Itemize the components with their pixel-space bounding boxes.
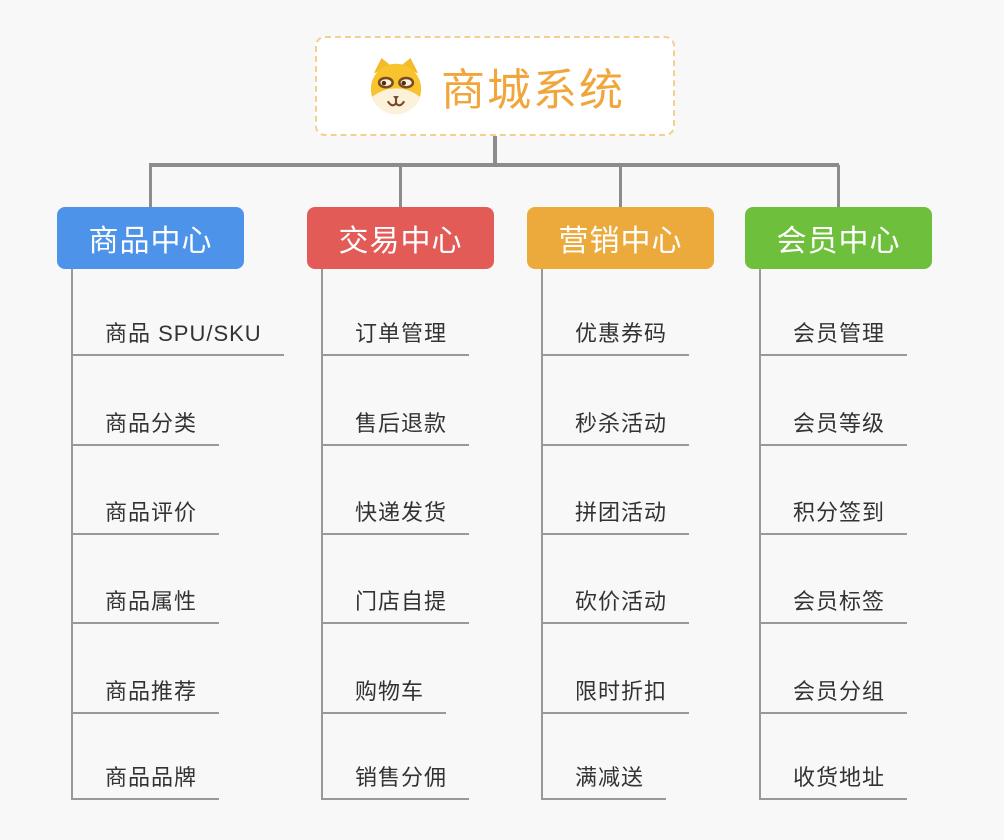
mindmap-node[interactable]: 拼团活动 (541, 499, 690, 535)
mindmap-node[interactable]: 会员分组 (759, 678, 908, 714)
mindmap-node[interactable]: 商品 SPU/SKU (71, 320, 284, 356)
connector-drop-member (837, 165, 840, 207)
root-node[interactable]: 商城系统 (315, 36, 675, 136)
mindmap-node[interactable]: 商品品牌 (71, 764, 220, 800)
mindmap-node[interactable]: 商品分类 (71, 410, 220, 446)
mindmap-node[interactable]: 限时折扣 (541, 678, 690, 714)
connector-horizontal-bus (149, 163, 839, 167)
mindmap-node[interactable]: 门店自提 (321, 588, 470, 624)
connector-drop-marketing (619, 165, 622, 207)
mindmap-node[interactable]: 会员管理 (759, 320, 908, 356)
mindmap-node[interactable]: 积分签到 (759, 499, 908, 535)
branch-header-member[interactable]: 会员中心 (745, 207, 932, 269)
branch-member-center: 会员中心 会员管理 会员等级 积分签到 会员标签 会员分组 收货地址 (745, 207, 1004, 800)
mindmap-node[interactable]: 会员标签 (759, 588, 908, 624)
connector-drop-product (149, 165, 152, 207)
root-title: 商城系统 (441, 66, 625, 115)
branch-header-product[interactable]: 商品中心 (57, 207, 244, 269)
mindmap-node[interactable]: 购物车 (321, 678, 447, 714)
mindmap-node[interactable]: 快递发货 (321, 499, 470, 535)
branch-header-trade[interactable]: 交易中心 (307, 207, 494, 269)
mindmap-node[interactable]: 砍价活动 (541, 588, 690, 624)
mindmap-node[interactable]: 收货地址 (759, 764, 908, 800)
branch-header-marketing[interactable]: 营销中心 (527, 207, 714, 269)
mindmap-node[interactable]: 会员等级 (759, 410, 908, 446)
mindmap-node[interactable]: 售后退款 (321, 410, 470, 446)
branch-marketing-center: 营销中心 优惠券码 秒杀活动 拼团活动 砍价活动 限时折扣 满减送 (527, 207, 787, 800)
mindmap-node[interactable]: 销售分佣 (321, 764, 470, 800)
mindmap-node[interactable]: 满减送 (541, 764, 667, 800)
mindmap-node[interactable]: 秒杀活动 (541, 410, 690, 446)
connector-root-stem (493, 136, 497, 167)
mindmap-node[interactable]: 商品评价 (71, 499, 220, 535)
mindmap-node[interactable]: 订单管理 (321, 320, 470, 356)
branch-trade-center: 交易中心 订单管理 售后退款 快递发货 门店自提 购物车 销售分佣 (307, 207, 567, 800)
mindmap-node[interactable]: 优惠券码 (541, 320, 690, 356)
shiba-dog-icon (365, 57, 427, 115)
mindmap-node[interactable]: 商品推荐 (71, 678, 220, 714)
mindmap-node[interactable]: 商品属性 (71, 588, 220, 624)
connector-drop-trade (399, 165, 402, 207)
branch-product-center: 商品中心 商品 SPU/SKU 商品分类 商品评价 商品属性 商品推荐 商品品牌 (57, 207, 317, 800)
